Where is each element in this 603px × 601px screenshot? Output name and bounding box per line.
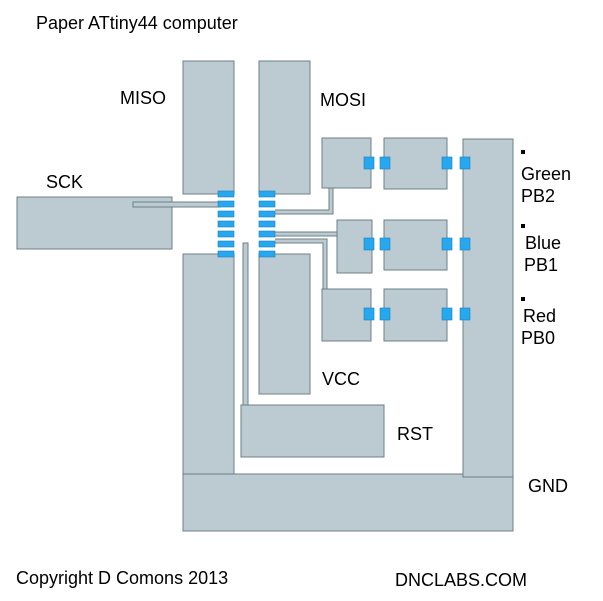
- chip-pin: [217, 230, 235, 238]
- red-led-pin: [459, 307, 471, 321]
- pb1-trace: [264, 231, 344, 237]
- chip-pin: [258, 240, 276, 248]
- red-bullet: [521, 297, 525, 301]
- copyright-text: Copyright D Comons 2013: [16, 568, 228, 588]
- green-led-pin: [441, 156, 453, 170]
- green-label: Green: [521, 164, 571, 184]
- rst-label: RST: [397, 424, 433, 444]
- red-led-pad: [383, 288, 448, 342]
- green-bullet: [521, 150, 525, 154]
- sck-label: SCK: [46, 172, 83, 192]
- blue-resistor-pin: [379, 237, 391, 251]
- diagram-title: Paper ATtiny44 computer: [36, 13, 238, 33]
- red-label: Red: [523, 306, 556, 326]
- green-resistor-pin: [363, 156, 375, 170]
- red-resistor-pin: [363, 307, 375, 321]
- red-resistor-pad-left: [321, 288, 372, 342]
- pb2-label: PB2: [521, 186, 555, 206]
- rst-trace: [242, 242, 249, 407]
- blue-resistor-pin: [363, 237, 375, 251]
- vcc-label: VCC: [322, 369, 360, 389]
- blue-label: Blue: [525, 233, 561, 253]
- blue-led-pin: [459, 237, 471, 251]
- chip-pin: [217, 190, 235, 198]
- pb0-trace: [275, 239, 327, 290]
- gnd-left-pad: [182, 253, 235, 477]
- chip-pin: [217, 240, 235, 248]
- mosi-pad: [258, 60, 311, 195]
- mosi-label: MOSI: [320, 90, 366, 110]
- red-resistor-pin: [379, 307, 391, 321]
- green-resistor-pad-left: [321, 137, 372, 189]
- blue-led-pin: [441, 237, 453, 251]
- pb1-label: PB1: [524, 255, 558, 275]
- pb2-trace: [275, 188, 333, 214]
- pb0-label: PB0: [521, 328, 555, 348]
- gnd-right-pad: [462, 138, 514, 478]
- green-led-pad: [383, 137, 448, 190]
- chip-pin: [217, 220, 235, 228]
- chip-pin: [258, 220, 276, 228]
- miso-pad: [182, 60, 235, 195]
- green-resistor-pin: [379, 156, 391, 170]
- chip-pin: [258, 190, 276, 198]
- site-text: DNCLABS.COM: [395, 570, 527, 590]
- gnd-bottom-pad: [182, 473, 514, 532]
- chip-pin: [258, 200, 276, 208]
- rst-pad: [240, 404, 385, 458]
- chip-pin: [217, 200, 235, 208]
- sck-trace: [132, 201, 221, 208]
- chip-pin: [258, 210, 276, 218]
- blue-bullet: [521, 224, 525, 228]
- chip-pin: [258, 230, 276, 238]
- miso-label: MISO: [120, 88, 166, 108]
- chip-pin: [217, 210, 235, 218]
- chip-pin: [258, 250, 276, 258]
- red-led-pin: [441, 307, 453, 321]
- chip-pin: [217, 250, 235, 258]
- attiny44-chip: [217, 190, 276, 258]
- green-led-pin: [459, 156, 471, 170]
- gnd-label: GND: [528, 476, 568, 496]
- vcc-pad: [258, 253, 311, 395]
- blue-led-pad: [383, 219, 448, 271]
